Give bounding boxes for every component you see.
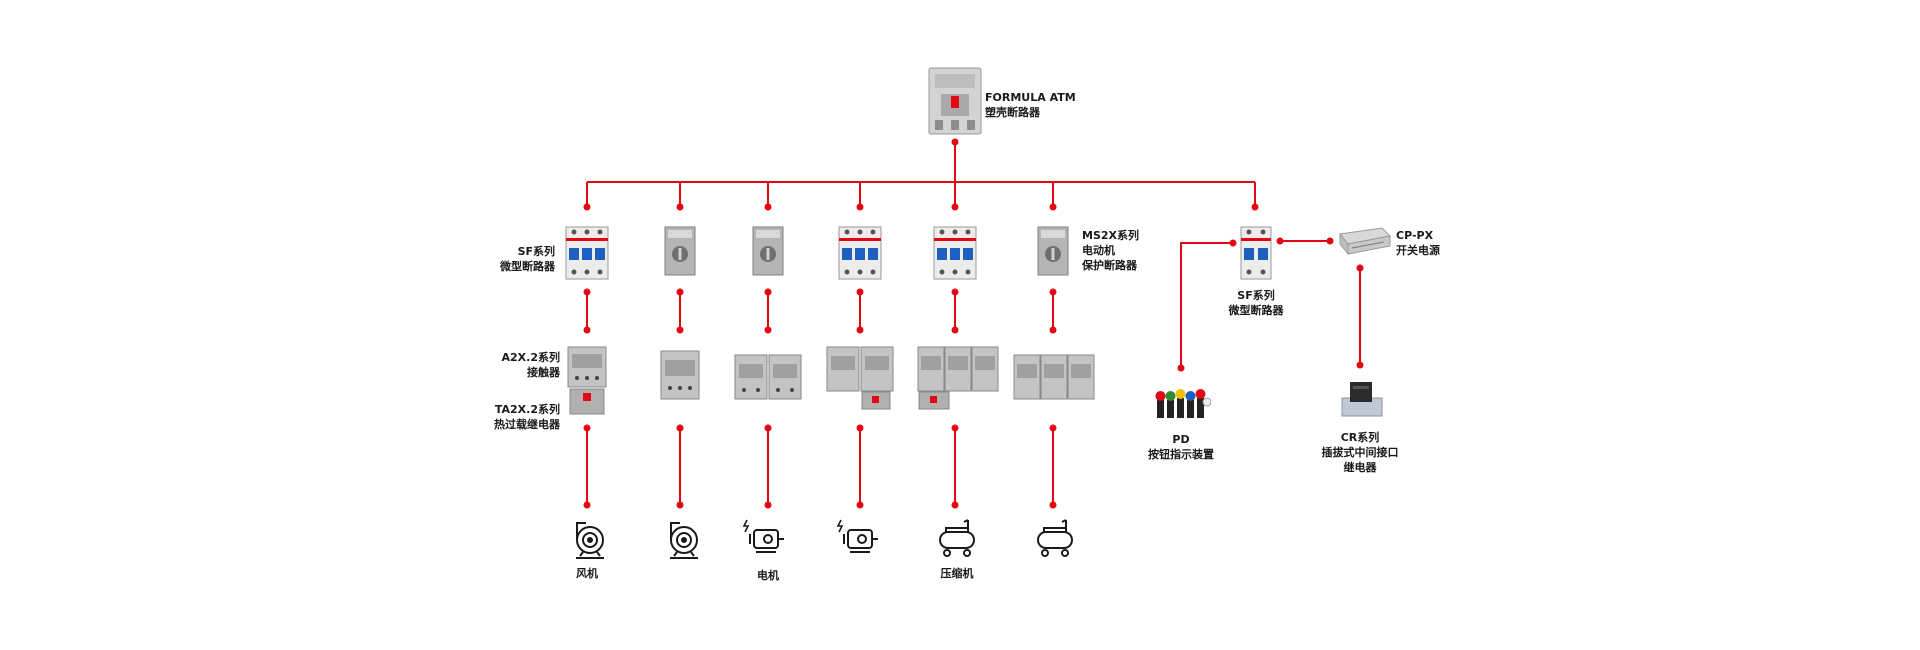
contactor-series: A2X.2系列 [501,351,560,364]
overload-relay-label: TA2X.2系列 热过载继电器 [494,402,560,432]
sf-breaker-device-1 [565,226,609,280]
sf-breaker-right-series: SF系列 [1237,289,1275,302]
contactor-device-3 [734,354,802,400]
compressor-label: 压缩机 [940,567,974,580]
pilot-device-name: 按钮指示装置 [1148,448,1214,461]
motor-icon [742,519,784,553]
sf-breaker-right-name: 微型断路器 [1228,304,1284,317]
fan-icon [670,522,698,559]
power-supply-device [1339,227,1392,256]
power-supply-name: 开关电源 [1396,244,1440,257]
ms2x-breaker-label: MS2X系列 电动机 保护断路器 [1082,228,1139,273]
ms2x-breaker-device-1 [664,226,696,276]
overload-relay-name: 热过载继电器 [494,418,560,431]
pilot-device-label: PD 按钮指示装置 [1141,432,1221,462]
pilot-device-model: PD [1172,433,1190,446]
relay-label: CR系列 插拔式中间接口 继电器 [1310,430,1410,475]
contactor-device-2 [660,350,700,400]
relay-line3: 继电器 [1343,461,1377,474]
ms2x-line3: 保护断路器 [1082,259,1137,272]
sf-breaker-right-label: SF系列 微型断路器 [1220,288,1292,318]
compressor-icon [1037,519,1073,557]
contactor-device-5 [917,346,999,410]
motor-icon [836,519,878,553]
ms2x-line2: 电动机 [1082,244,1115,257]
contactor-device-4 [826,346,894,410]
ms2x-breaker-device-3 [1037,226,1069,276]
sf-breaker-series: SF系列 [517,245,555,258]
fan-label: 风机 [576,567,598,580]
main-breaker-model: FORMULA ATM [985,91,1076,104]
power-supply-label: CP-PX 开关电源 [1396,228,1440,258]
motor-label: 电机 [757,569,779,582]
relay-line2: 插拔式中间接口 [1321,446,1399,459]
sf-breaker-name: 微型断路器 [500,260,555,273]
pilot-device [1155,389,1211,418]
contactor-name: 接触器 [527,366,560,379]
main-breaker-label: FORMULA ATM 塑壳断路器 [985,90,1076,120]
contactor-overload-device [567,346,607,415]
relay-device [1341,382,1383,417]
sf-breaker-label: SF系列 微型断路器 [500,244,555,274]
relay-series: CR系列 [1340,431,1380,444]
compressor-icon [939,519,975,557]
sf-breaker-right-device [1240,226,1272,280]
contactor-device-6 [1013,354,1095,400]
main-breaker-name: 塑壳断路器 [985,106,1040,119]
power-supply-model: CP-PX [1396,229,1434,242]
contactor-label: A2X.2系列 接触器 [502,350,560,380]
ms2x-breaker-device-2 [752,226,784,276]
sf-breaker-device-3 [933,226,977,280]
main-breaker-device [928,67,982,135]
ms2x-series: MS2X系列 [1082,229,1140,242]
fan-icon [576,522,604,559]
sf-breaker-device-2 [838,226,882,280]
overload-relay-series: TA2X.2系列 [494,403,560,416]
